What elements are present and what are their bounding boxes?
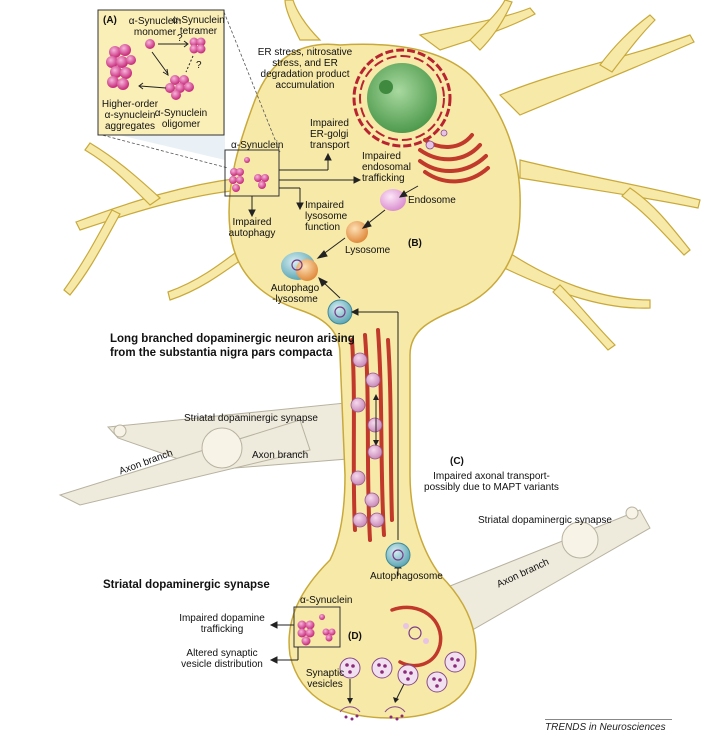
synuclein-aggregates-label: Higher-order α-synuclein aggregates <box>101 99 159 132</box>
er-stress-label: ER stress, nitrosative stress, and ER de… <box>257 47 353 91</box>
synuclein-aggregates-icon <box>106 44 136 90</box>
transport-vesicles <box>350 352 385 528</box>
nucleus-icon <box>352 48 452 148</box>
synapse-title: Striatal dopaminergic synapse <box>103 579 270 591</box>
left-synapse-label: Striatal dopaminergic synapse <box>184 413 318 424</box>
box-b-arrows <box>248 152 419 299</box>
question-mark-2: ? <box>196 60 202 71</box>
phagophore-icon <box>390 605 443 668</box>
impaired-autophagy-label: Impaired autophagy <box>228 217 276 239</box>
endosomal-label: Impaired endosomal trafficking <box>362 151 411 184</box>
journal-name: TRENDS in Neurosciences <box>545 722 666 733</box>
synuclein-d-label: α-Synuclein <box>300 595 353 606</box>
right-synapse-label: Striatal dopaminergic synapse <box>478 515 612 526</box>
synaptic-vesicles-label: Synaptic vesicles <box>305 668 345 690</box>
synuclein-monomer-icon <box>145 39 155 49</box>
synuclein-box-d <box>293 606 341 648</box>
panel-b-letter: (B) <box>408 238 422 249</box>
synaptic-vesicles <box>339 651 466 721</box>
synuclein-oligomer-icon <box>165 75 194 100</box>
panel-d-letter: (D) <box>348 631 362 642</box>
vesicle-distribution-label: Altered synaptic vesicle distribution <box>181 648 263 670</box>
panel-a-letter: (A) <box>103 15 117 26</box>
synuclein-b-label: α-Synuclein <box>231 140 284 151</box>
axon-branch-right-shape <box>439 506 651 641</box>
dendrites <box>63 0 701 351</box>
autophagosome-upper-icon <box>327 299 353 325</box>
er-golgi-label: Impaired ER-golgi transport <box>310 118 350 151</box>
lysosome-function-label: Impaired lysosome function <box>305 200 348 233</box>
autophagolysosome-label: Autophago -lysosome <box>270 283 320 305</box>
journal-rule <box>545 719 672 720</box>
question-mark-1: ? <box>177 33 183 44</box>
autophagosome-lower-icon <box>385 542 411 568</box>
neuron-title: Long branched dopaminergic neuron arisin… <box>110 333 355 359</box>
autophagosome-label: Autophagosome <box>370 571 443 582</box>
synuclein-tetramer-icon <box>189 37 206 54</box>
autophagolysosome-icon <box>281 252 318 281</box>
endosome-label: Endosome <box>408 195 456 206</box>
box-d-arrows <box>269 621 299 664</box>
panel-c-letter: (C) <box>450 456 464 467</box>
axonal-transport-label: Impaired axonal transport- possibly due … <box>424 471 559 493</box>
lysosome-icon <box>346 221 368 243</box>
axon-branch-mid-label: Axon branch <box>252 450 309 461</box>
synuclein-cluster-d-icon <box>297 614 336 646</box>
synuclein-oligomer-label: α-Synuclein oligomer <box>154 108 208 130</box>
axon-branch-left-shape <box>58 401 361 506</box>
lysosome-label: Lysosome <box>345 245 391 256</box>
inset-arrows <box>138 40 194 90</box>
synuclein-tetramer-label: α-Synuclein tetramer <box>172 15 225 37</box>
synuclein-cluster-b-icon <box>229 157 269 192</box>
endosome-icon <box>380 189 406 211</box>
dopamine-trafficking-label: Impaired dopamine trafficking <box>179 613 265 635</box>
phagophore-cargo-icon <box>403 623 429 644</box>
synuclein-monomer-label: α-Synuclein monomer <box>128 16 182 38</box>
